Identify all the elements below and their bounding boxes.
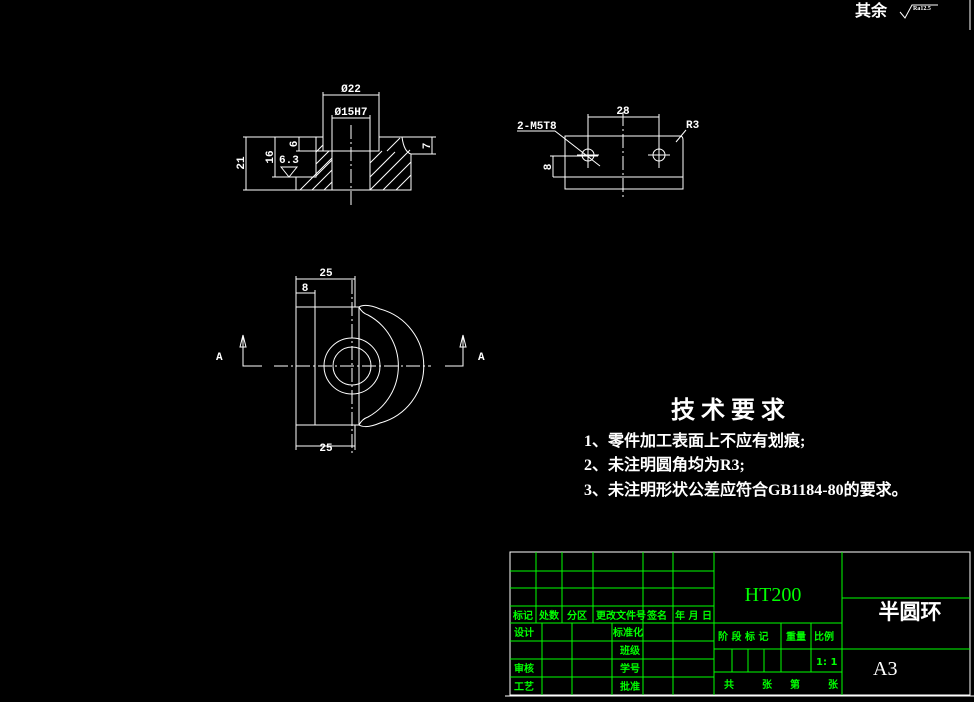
dim-d22: Ø22 bbox=[341, 84, 361, 96]
row-label: 批准 bbox=[620, 680, 640, 693]
plan-view bbox=[239, 276, 467, 455]
dim-8-plan: 8 bbox=[302, 283, 309, 295]
tech-req-item: 3、未注明形状公差应符合GB1184-80的要求。 bbox=[584, 480, 908, 499]
header-cell: 更改文件号 bbox=[596, 609, 646, 622]
sheet-size: A3 bbox=[873, 658, 897, 680]
roughness-value: Ra12.5 bbox=[913, 6, 931, 12]
sheet-label: 张 bbox=[828, 678, 839, 691]
row-label: 学号 bbox=[620, 662, 640, 675]
dim-25-bottom: 25 bbox=[319, 443, 333, 455]
dim-16: 16 bbox=[265, 150, 277, 163]
dim-6: 6 bbox=[289, 141, 301, 148]
dim-8-top: 8 bbox=[543, 163, 555, 170]
row-label: 设计 bbox=[514, 626, 534, 639]
top-view bbox=[517, 112, 687, 200]
tech-req-item: 1、零件加工表面上不应有划痕; bbox=[584, 431, 805, 450]
sheet-label: 张 bbox=[762, 678, 773, 691]
header-cell: 分区 bbox=[567, 609, 587, 622]
section-label-right: A bbox=[478, 352, 485, 364]
scale-value: 1: 1 bbox=[816, 657, 837, 668]
roughness-symbol-icon bbox=[899, 4, 938, 19]
material: HT200 bbox=[745, 584, 802, 606]
header-cell: 签名 bbox=[646, 609, 667, 622]
dim-7: 7 bbox=[422, 143, 434, 150]
row-label: 工艺 bbox=[514, 680, 534, 693]
row-label: 标准化 bbox=[612, 626, 643, 639]
weight-label: 重量 bbox=[786, 630, 806, 643]
dim-28: 28 bbox=[616, 106, 630, 118]
roughness-label: 其余 bbox=[855, 1, 888, 20]
scale-label: 比例 bbox=[814, 630, 834, 643]
header-cell: 处数 bbox=[538, 609, 560, 622]
section-view bbox=[243, 92, 436, 206]
hole-callout: 2-M5T8 bbox=[517, 121, 557, 133]
section-label-left: A bbox=[216, 352, 223, 364]
title-block bbox=[505, 551, 974, 697]
sheet-label: 第 bbox=[790, 678, 800, 691]
dim-r3: R3 bbox=[686, 120, 700, 132]
dim-d15h7: Ø15H7 bbox=[334, 107, 367, 119]
roughness-6-3: 6.3 bbox=[279, 155, 299, 167]
dim-25-top: 25 bbox=[319, 268, 333, 280]
dim-21: 21 bbox=[236, 156, 248, 170]
stage-label: 阶 段 标 记 bbox=[718, 630, 768, 643]
header-cell: 年 月 日 bbox=[675, 609, 712, 622]
row-label: 审核 bbox=[514, 662, 534, 675]
sheet-label: 共 bbox=[724, 678, 734, 691]
row-label: 班级 bbox=[620, 644, 641, 657]
tech-req-item: 2、未注明圆角均为R3; bbox=[584, 455, 745, 474]
part-name: 半圆环 bbox=[879, 600, 942, 624]
header-cell: 标记 bbox=[512, 609, 533, 622]
tech-req-title: 技 术 要 求 bbox=[671, 397, 785, 424]
